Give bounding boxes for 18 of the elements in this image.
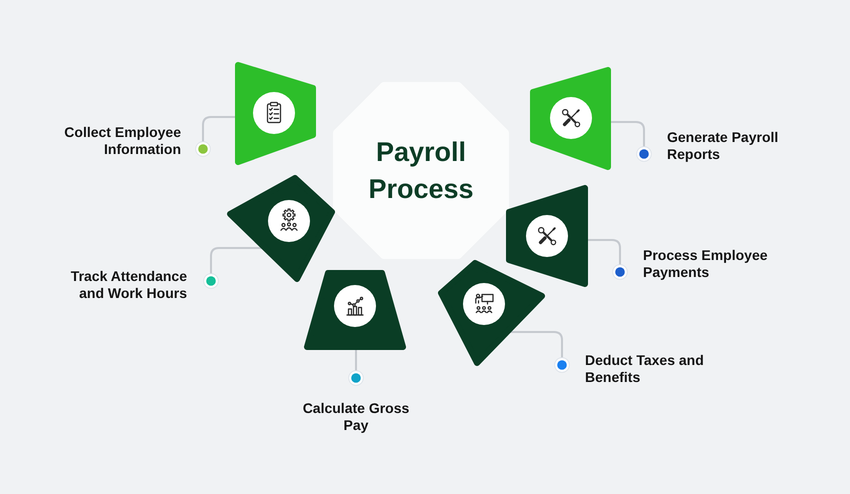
step-label: Process Employee Payments bbox=[620, 247, 775, 281]
leader-line bbox=[195, 116, 238, 157]
step-label: Calculate Gross Pay bbox=[295, 378, 417, 434]
trapezoid-tile bbox=[235, 62, 316, 165]
center-heading: Payroll Process bbox=[368, 136, 474, 206]
step-label: Deduct Taxes and Benefits bbox=[562, 352, 717, 386]
leader-line bbox=[608, 121, 652, 162]
trapezoid-tile bbox=[530, 67, 611, 170]
trapezoid-tile bbox=[304, 270, 406, 350]
step-label: Track Attendance and Work Hours bbox=[55, 268, 211, 302]
octagon-shape bbox=[333, 82, 509, 259]
trapezoid-tile bbox=[438, 260, 545, 366]
trapezoid-tile bbox=[506, 185, 588, 287]
step-label: Collect Employee Information bbox=[49, 124, 203, 158]
leader-line bbox=[585, 239, 628, 280]
trapezoid-tile bbox=[227, 175, 335, 282]
step-label: Generate Payroll Reports bbox=[644, 129, 799, 163]
leader-line bbox=[348, 347, 364, 386]
